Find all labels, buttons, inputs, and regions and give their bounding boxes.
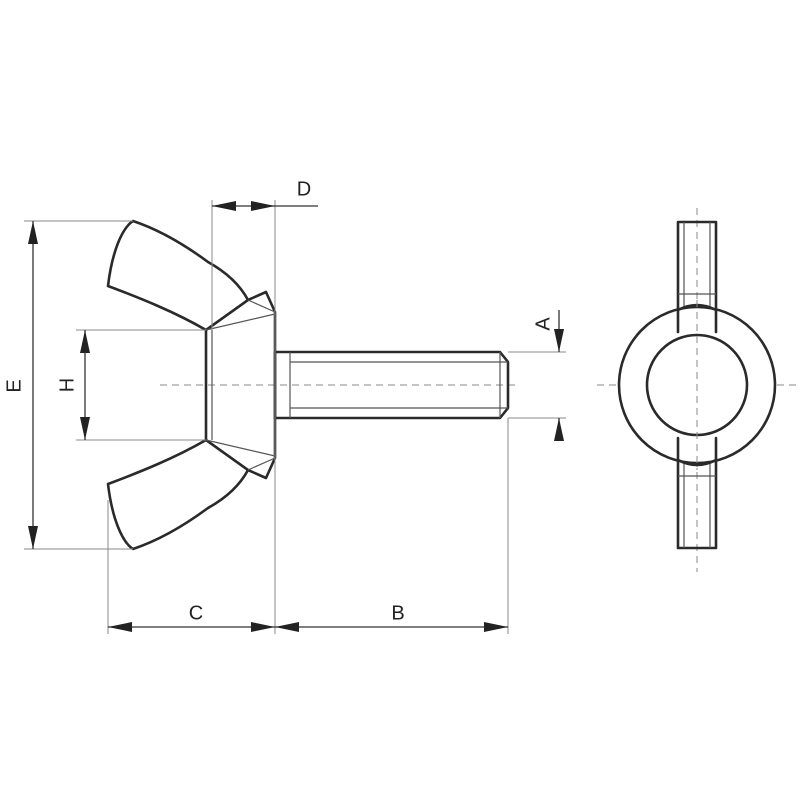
dimension-d: D [212,178,318,211]
dimension-c: C [108,602,275,632]
dimension-h: H [56,330,90,440]
hub-top-facet [247,299,276,313]
hub-bottom-facet [247,457,276,471]
hub-lower-chamfer [205,439,276,457]
label-e: E [3,379,25,392]
label-b: B [391,602,404,624]
dimension-b: B [275,602,508,632]
extension-lines [24,200,566,634]
label-c: C [189,602,203,624]
label-h: H [56,378,78,392]
hub-upper-chamfer [205,313,276,331]
front-view-lower-tab-root [676,436,718,467]
front-view [597,208,797,572]
side-view [106,219,520,551]
label-a: A [532,317,554,331]
hub [204,290,277,480]
dimension-e: E [3,221,38,549]
dimension-a: A [532,310,564,441]
label-d: D [297,178,311,200]
